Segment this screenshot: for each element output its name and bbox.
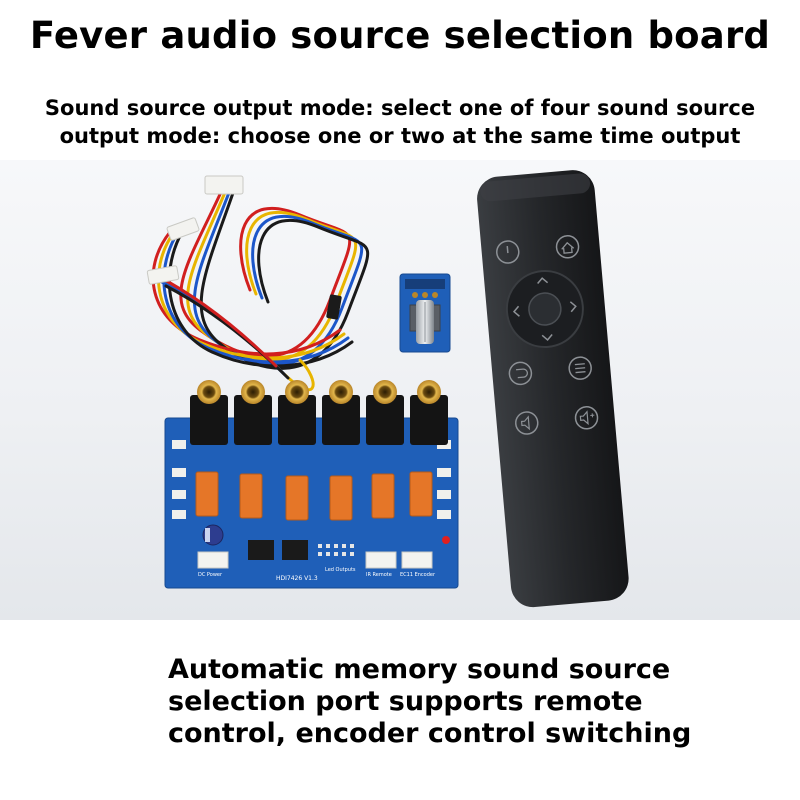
relay [239, 473, 263, 519]
rca-jack [278, 380, 316, 445]
dpad [505, 270, 584, 349]
ribbon-cable [151, 188, 370, 392]
rca-jack [190, 380, 228, 445]
remote-label: IR Remote [366, 572, 392, 578]
subtitle-line-1: Sound source output mode: select one of … [44, 96, 756, 120]
rca-jack [410, 380, 448, 445]
led-header [318, 544, 354, 556]
feature-line-1: Automatic memory sound source [168, 654, 671, 685]
rca-jack [234, 380, 272, 445]
product-illustration: HDI7426 V1.3 Led Outputs IR Remote EC11 … [146, 170, 629, 608]
indicator-led [442, 536, 450, 544]
relay [329, 475, 353, 521]
rotary-encoder [399, 273, 451, 353]
led-label: Led Outputs [325, 567, 356, 573]
capacitor [202, 524, 224, 546]
menu-icon [568, 356, 592, 380]
rca-jack-row [190, 380, 448, 445]
relay [285, 475, 309, 521]
rca-jack [322, 380, 360, 445]
ir-remote [477, 170, 629, 608]
page-title: Fever audio source selection board [29, 14, 771, 57]
relay-row [195, 471, 433, 521]
relay [195, 471, 219, 517]
power-label: DC Power [198, 572, 223, 578]
remote-connector [365, 551, 397, 569]
feature-line-3: control, encoder control switching [168, 718, 692, 749]
ic-chip [282, 540, 308, 560]
back-icon [508, 361, 533, 386]
cable-connector [326, 294, 342, 320]
power-icon [496, 240, 520, 264]
volume-down-icon [515, 411, 539, 435]
encoder-connector [401, 551, 433, 569]
subtitle: Sound source output mode: select one of … [0, 94, 800, 150]
relay [371, 473, 395, 519]
relay [409, 471, 433, 517]
board-model-label: HDI7426 V1.3 [276, 575, 318, 582]
subtitle-line-2: output mode: choose one or two at the sa… [59, 124, 741, 148]
source-selector-board: HDI7426 V1.3 Led Outputs IR Remote EC11 … [164, 380, 459, 589]
product-photo: HDI7426 V1.3 Led Outputs IR Remote EC11 … [0, 160, 800, 620]
feature-text: Automatic memory sound source selection … [168, 654, 788, 750]
ic-chip [248, 540, 274, 560]
home-icon [555, 235, 580, 259]
power-connector [197, 551, 229, 569]
feature-line-2: selection port supports remote [168, 686, 643, 717]
cable-connector [146, 175, 244, 285]
volume-up-icon [574, 406, 599, 430]
encoder-label: EC11 Encoder [400, 572, 436, 578]
rca-jack [366, 380, 404, 445]
